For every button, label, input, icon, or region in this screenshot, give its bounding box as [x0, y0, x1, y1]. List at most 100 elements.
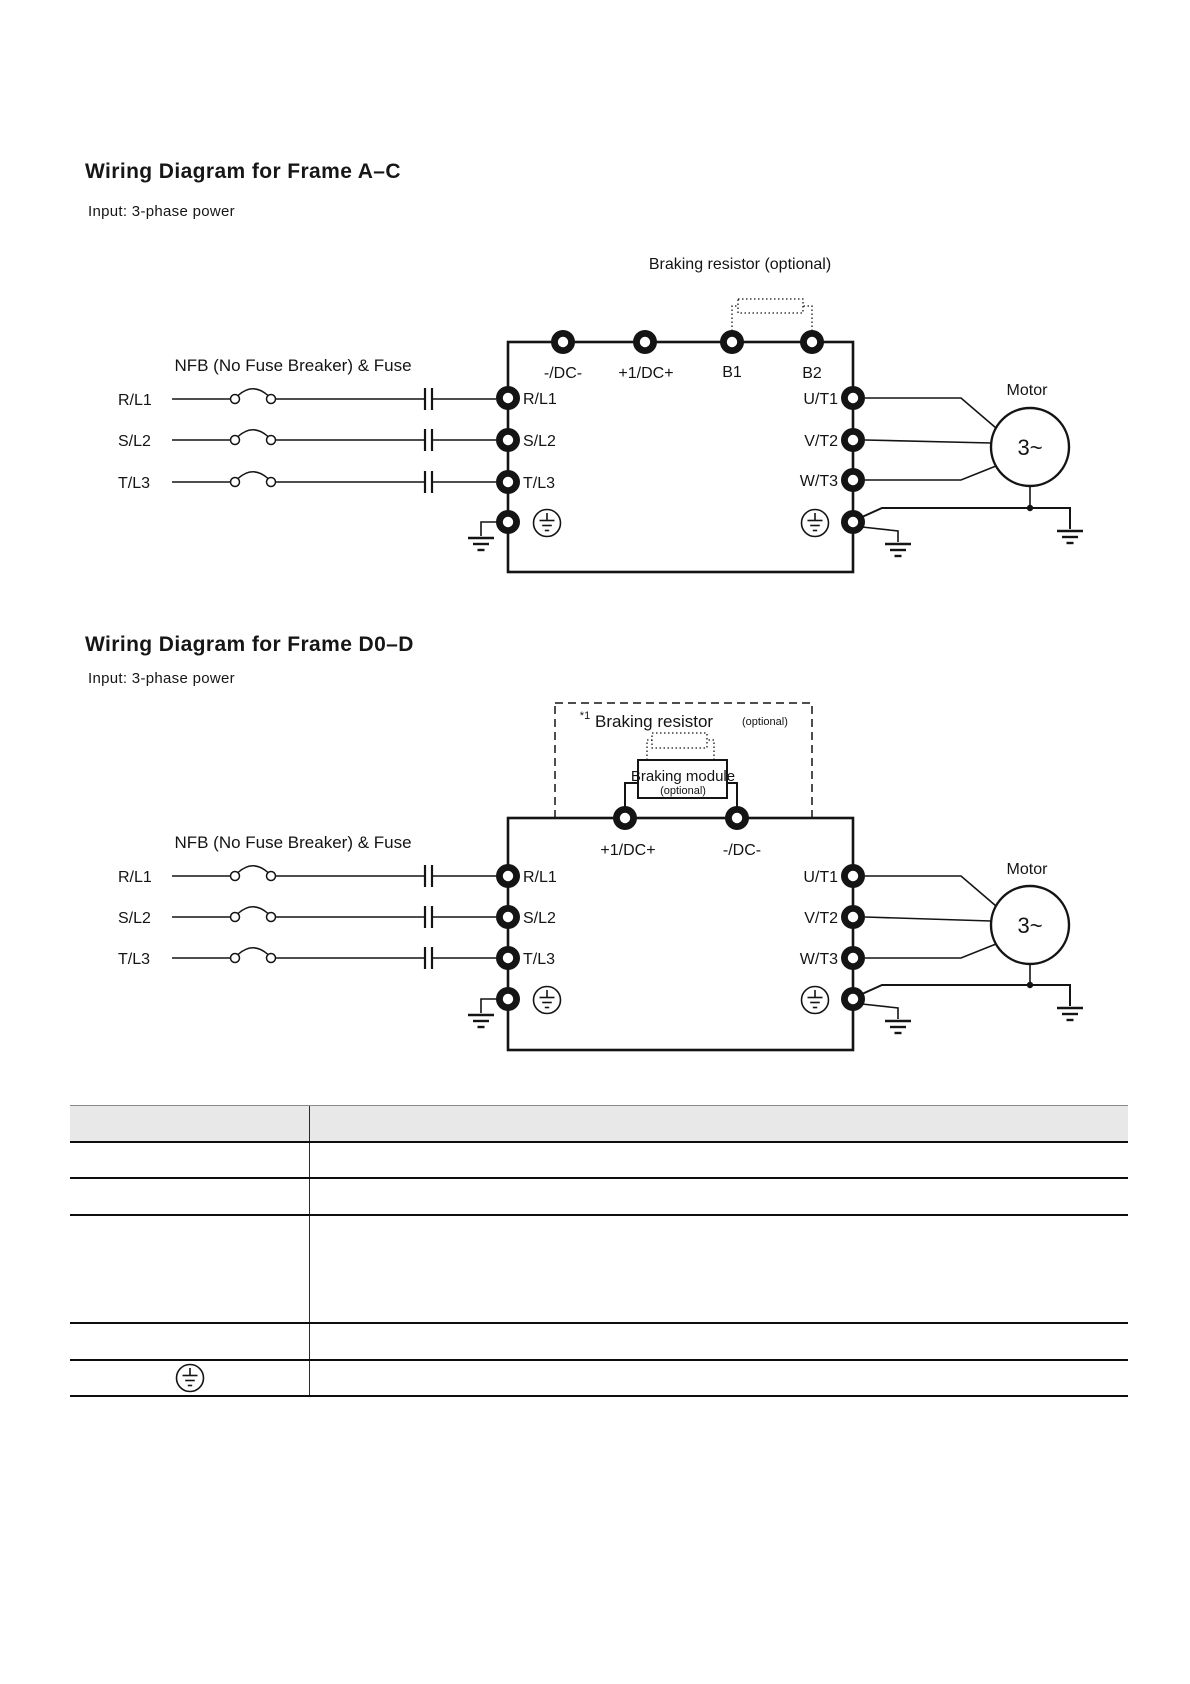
- feed-label-t-l3: T/L3: [118, 475, 150, 492]
- terminal-label-w-t3: W/T3: [800, 473, 838, 490]
- terminal-spec-table: [70, 1105, 1128, 1397]
- terminal-label-r-l1: R/L1: [523, 391, 557, 408]
- three-phase-motor-icon: [989, 406, 1071, 488]
- section1-subtitle: Input: 3-phase power: [88, 203, 235, 220]
- table-cell: [310, 1143, 1128, 1177]
- breaker-icon: [229, 388, 277, 405]
- output-ground-wire-far: [861, 507, 1071, 529]
- nfb-label: NFB (No Fuse Breaker) & Fuse: [174, 833, 411, 852]
- motor-phase-label: 3~: [1017, 435, 1042, 460]
- braking-resistor-wire-right: [803, 305, 813, 331]
- terminal-s-l2: [496, 905, 520, 929]
- table-cell: [70, 1216, 310, 1322]
- motor-phase-label: 3~: [1017, 913, 1042, 938]
- input-ground-wire: [480, 521, 497, 536]
- braking-resistor-label: Braking resistor: [595, 712, 713, 731]
- feed-label-t-l3: T/L3: [118, 951, 150, 968]
- input-ground-wire: [480, 998, 497, 1013]
- terminal-dc-minus: [551, 330, 575, 354]
- terminal-w-t3: [841, 468, 865, 492]
- fuse-icon: [423, 386, 434, 412]
- terminal-label-u-t1: U/T1: [803, 869, 838, 886]
- terminal-b1: [720, 330, 744, 354]
- motor-wire-w: [865, 465, 997, 481]
- motor-wire-u: [865, 875, 997, 907]
- feed-label-s-l2: S/L2: [118, 433, 151, 450]
- fuse-icon: [423, 904, 434, 930]
- terminal-r-l1: [496, 386, 520, 410]
- braking-resistor-wire-left: [731, 305, 738, 331]
- table-cell: [70, 1179, 310, 1214]
- wiring-diagram-frame-d0-d: *1 Braking resistor (optional) Braking m…: [118, 702, 1085, 1052]
- terminal-label-v-t2: V/T2: [804, 910, 838, 927]
- terminal-label-b2: B2: [802, 365, 822, 382]
- braking-module-note: (optional): [660, 785, 706, 797]
- earth-ground-icon: [883, 542, 913, 558]
- table-header-row: [70, 1106, 1128, 1143]
- terminal-label-s-l2: S/L2: [523, 910, 556, 927]
- motor-label: Motor: [1007, 382, 1049, 399]
- terminal-label-dc-minus: -/DC-: [723, 842, 761, 859]
- braking-module-box: [637, 759, 728, 799]
- earth-ground-icon: [466, 536, 496, 552]
- table-cell: [70, 1324, 310, 1359]
- wiring-diagram-frame-a-c: Braking resistor (optional) NFB (No Fuse…: [118, 256, 1085, 574]
- terminal-b2: [800, 330, 824, 354]
- table-row: [70, 1216, 1128, 1324]
- earth-ground-icon: [1055, 1006, 1085, 1022]
- terminal-label-s-l2: S/L2: [523, 433, 556, 450]
- section1-title: Wiring Diagram for Frame A–C: [85, 160, 401, 183]
- output-ground-wire-near: [861, 1003, 899, 1019]
- table-cell: [70, 1143, 310, 1177]
- terminal-label-r-l1: R/L1: [523, 869, 557, 886]
- table-header-description: [310, 1106, 1128, 1141]
- motor-wire-v: [864, 439, 992, 444]
- footnote-mark: *1: [580, 710, 590, 722]
- drive-enclosure: [506, 816, 855, 1052]
- terminal-u-t1: [841, 386, 865, 410]
- table-cell: [70, 1361, 310, 1395]
- breaker-icon: [229, 865, 277, 882]
- resistor-wire-left: [646, 739, 652, 760]
- braking-module-label: Braking module: [631, 768, 735, 785]
- table-cell: [310, 1216, 1128, 1322]
- motor-wire-v: [864, 916, 992, 922]
- table-header-terminal: [70, 1106, 310, 1141]
- table-cell: [310, 1361, 1128, 1395]
- breaker-icon: [229, 471, 277, 488]
- braking-resistor-box: [651, 732, 708, 749]
- terminal-label-dc-minus: -/DC-: [544, 365, 582, 382]
- terminal-pe-output: [841, 510, 865, 534]
- terminal-dc-minus: [725, 806, 749, 830]
- fuse-icon: [423, 945, 434, 971]
- terminal-label-t-l3: T/L3: [523, 475, 555, 492]
- terminal-label-dc-plus: +1/DC+: [618, 365, 673, 382]
- breaker-icon: [229, 429, 277, 446]
- earth-ground-icon: [466, 1013, 496, 1029]
- nfb-label: NFB (No Fuse Breaker) & Fuse: [174, 356, 411, 375]
- motor-label: Motor: [1007, 861, 1049, 878]
- terminal-u-t1: [841, 864, 865, 888]
- terminal-label-u-t1: U/T1: [803, 391, 838, 408]
- braking-resistor-note: (optional): [742, 716, 788, 728]
- terminal-v-t2: [841, 428, 865, 452]
- terminal-label-v-t2: V/T2: [804, 433, 838, 450]
- section2-subtitle: Input: 3-phase power: [88, 670, 235, 687]
- motor-wire-w: [865, 943, 997, 959]
- terminal-pe-input: [496, 510, 520, 534]
- terminal-label-dc-plus: +1/DC+: [600, 842, 655, 859]
- fuse-icon: [423, 469, 434, 495]
- table-cell: [310, 1324, 1128, 1359]
- terminal-pe-output: [841, 987, 865, 1011]
- terminal-w-t3: [841, 946, 865, 970]
- terminal-r-l1: [496, 864, 520, 888]
- feed-label-r-l1: R/L1: [118, 392, 152, 409]
- breaker-icon: [229, 947, 277, 964]
- terminal-s-l2: [496, 428, 520, 452]
- protective-earth-icon: [532, 508, 562, 538]
- drive-enclosure: [506, 340, 855, 574]
- resistor-wire-right: [707, 739, 715, 760]
- table-row-ground: [70, 1361, 1128, 1397]
- braking-resistor-box: [737, 298, 804, 314]
- protective-earth-icon: [175, 1363, 204, 1393]
